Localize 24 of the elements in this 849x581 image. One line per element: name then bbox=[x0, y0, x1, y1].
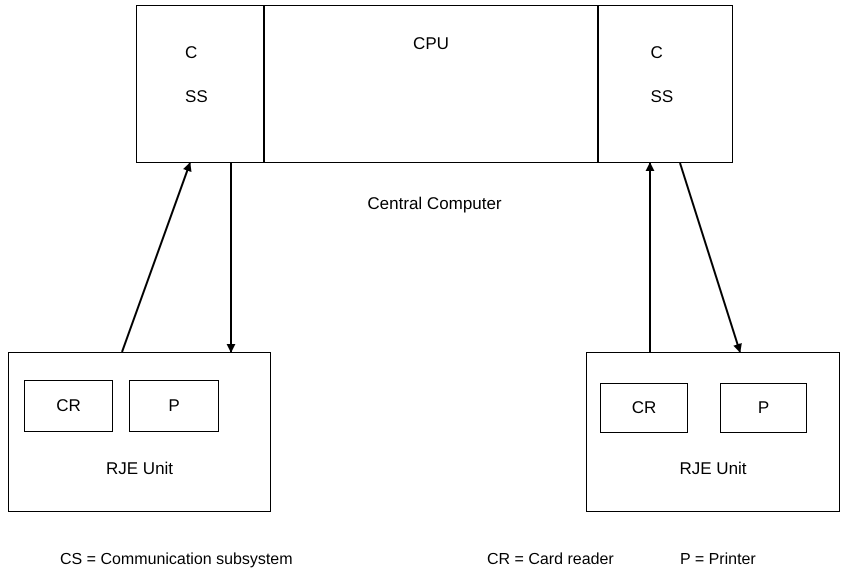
arrow bbox=[646, 162, 654, 352]
box-label: P bbox=[168, 395, 180, 418]
unit-label: RJE Unit bbox=[104, 458, 174, 480]
node-label: Central Computer bbox=[366, 193, 503, 215]
legend-note: P = Printer bbox=[680, 550, 756, 570]
box-label: CR bbox=[632, 397, 656, 420]
printer-box bbox=[720, 383, 807, 433]
box-label: CR bbox=[56, 395, 81, 418]
card-reader-box bbox=[600, 383, 688, 433]
box-label: C SS bbox=[650, 42, 674, 108]
printer-box bbox=[129, 380, 219, 432]
box-label: CPU bbox=[413, 33, 449, 55]
arrow bbox=[121, 162, 192, 352]
card-reader-box bbox=[24, 380, 113, 432]
arrow bbox=[679, 162, 742, 353]
arrow bbox=[226, 163, 236, 353]
unit-label: RJE Unit bbox=[678, 458, 748, 480]
legend-note: CS = Communication subsystem bbox=[60, 550, 293, 570]
cpu-section bbox=[264, 5, 598, 163]
box-label: C SS bbox=[185, 42, 209, 108]
legend-note: CR = Card reader bbox=[487, 550, 614, 570]
box-label: P bbox=[758, 397, 770, 420]
rje-unit-box bbox=[8, 352, 271, 512]
rje-unit-box bbox=[586, 352, 840, 512]
